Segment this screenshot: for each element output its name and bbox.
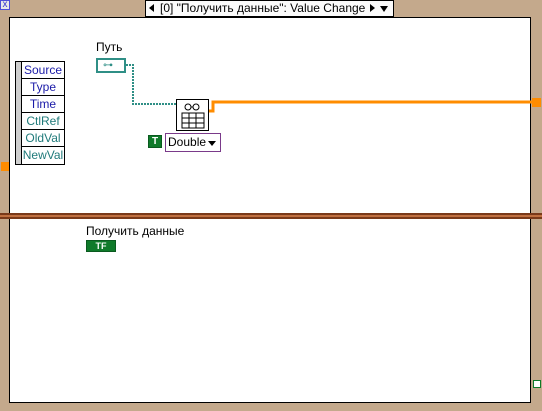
read-spreadsheet-node[interactable] (176, 99, 209, 131)
data-type-selector[interactable]: Double (165, 133, 221, 152)
event-data-oldval[interactable]: OldVal (21, 130, 64, 147)
path-wire (126, 64, 176, 105)
event-case-diagram: Source Type Time CtlRef OldVal NewVal (9, 17, 531, 403)
structure-close-icon[interactable]: x (0, 0, 10, 10)
boolean-control-label: Получить данные (86, 224, 185, 238)
event-data-node-stub (16, 62, 21, 164)
event-data-ctlref[interactable]: CtlRef (21, 113, 64, 130)
boolean-control-terminal[interactable]: TF (86, 240, 116, 252)
data-type-value: Double (168, 135, 207, 149)
while-loop-border (0, 213, 542, 219)
right-output-tunnel[interactable] (532, 98, 541, 107)
case-dropdown-icon[interactable] (380, 6, 388, 12)
type-constant[interactable]: T (148, 135, 162, 148)
previous-case-icon[interactable] (149, 4, 154, 12)
path-control-terminal[interactable]: ⊶ (96, 58, 126, 73)
event-data-type[interactable]: Type (21, 79, 64, 96)
event-data-node[interactable]: Source Type Time CtlRef OldVal NewVal (15, 61, 65, 165)
chevron-down-icon[interactable] (208, 141, 216, 146)
event-data-newval[interactable]: NewVal (21, 147, 64, 164)
left-shift-register[interactable] (1, 162, 9, 171)
right-bool-tunnel[interactable] (533, 380, 541, 388)
spreadsheet-glasses-icon (181, 103, 205, 129)
event-data-time[interactable]: Time (21, 96, 64, 113)
path-control-label: Путь (96, 40, 123, 54)
path-icon: ⊶ (103, 60, 113, 71)
event-data-source[interactable]: Source (21, 62, 64, 79)
event-case-selector[interactable]: [0] "Получить данные": Value Change (145, 0, 394, 17)
case-selector-label: [0] "Получить данные": Value Change (160, 1, 366, 15)
next-case-icon[interactable] (370, 4, 375, 12)
double-wire (209, 100, 533, 113)
